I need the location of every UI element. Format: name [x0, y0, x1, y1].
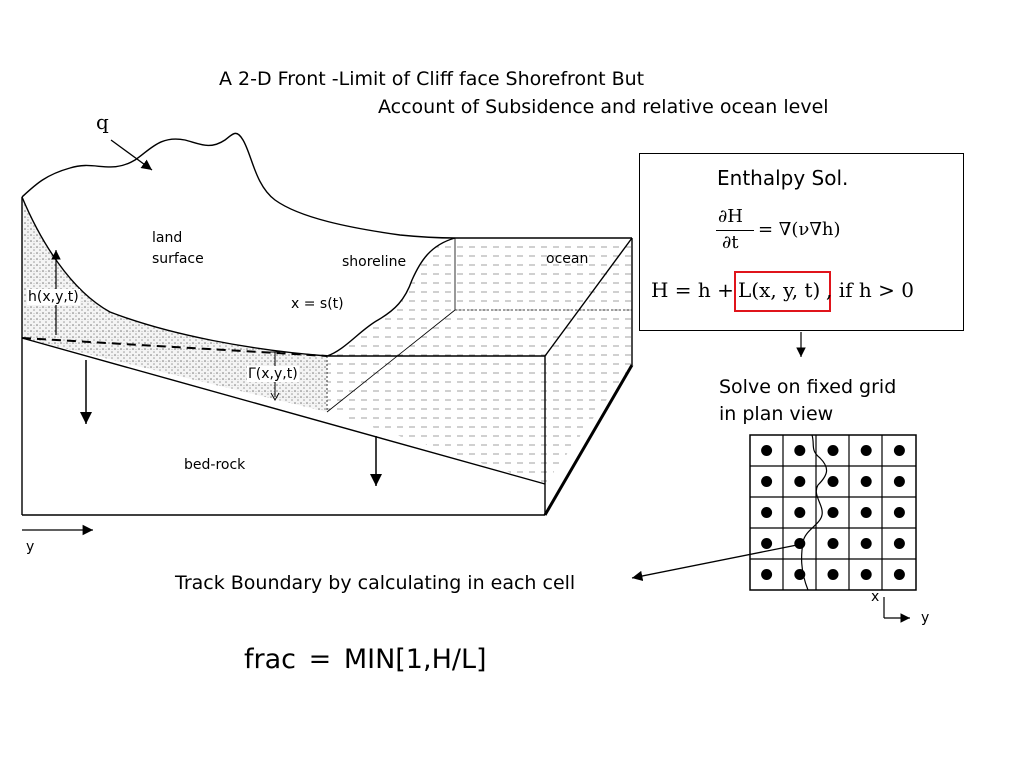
latent-heat-highlight [734, 271, 831, 312]
grid-node [794, 445, 806, 456]
grid-node [893, 538, 905, 549]
frac-eq: = [308, 644, 332, 675]
grid-node [893, 476, 905, 487]
enthalpy-eq-boxed: L(x, y, t) [738, 278, 821, 302]
enthalpy-title: Enthalpy Sol. [717, 166, 849, 190]
bed-rock-label: bed-rock [184, 457, 246, 473]
frac-formula: frac = MIN[1,H/L] [244, 644, 487, 675]
grid-node [860, 538, 872, 549]
grid-node [761, 445, 773, 456]
grid-node [761, 476, 773, 487]
enthalpy-eq-left: H = h + [651, 278, 734, 302]
grid-node [794, 476, 806, 487]
pde-numerator: ∂H [718, 206, 744, 227]
grid-node [794, 507, 806, 518]
grid-node [827, 507, 839, 518]
grid-node [827, 445, 839, 456]
grid-node [860, 476, 872, 487]
grid-node [860, 569, 872, 580]
gamma-label: Γ(x,y,t) [247, 366, 299, 382]
grid-axis-y-label: y [921, 610, 930, 626]
sea-level-dashed-line [21, 337, 328, 357]
h-xyt-label: h(x,y,t) [27, 289, 80, 305]
track-arrow [631, 544, 798, 582]
title-line-2: Account of Subsidence and relative ocean… [378, 96, 829, 118]
grid-axis-x-label: x [871, 589, 880, 605]
grid-node [761, 538, 773, 549]
pde-denominator: ∂t [722, 232, 739, 253]
grid-caption-1: Solve on fixed grid [719, 376, 897, 398]
grid-node [893, 445, 905, 456]
frac-lhs: frac [244, 644, 296, 675]
grid-node [761, 569, 773, 580]
land-surface-label-2: surface [152, 251, 204, 267]
grid-node [893, 569, 905, 580]
shore-position-label: x = s(t) [291, 296, 344, 312]
sediment-wedge-front [22, 197, 327, 412]
y-axis-label: y [26, 539, 35, 555]
ocean-top-region [327, 238, 632, 356]
q-label: q [96, 110, 109, 134]
track-boundary-text: Track Boundary by calculating in each ce… [175, 572, 576, 594]
grid-node [761, 507, 773, 518]
grid-front-curve [800, 434, 828, 591]
plan-view-grid [749, 434, 917, 591]
land-surface-label-1: land [152, 230, 183, 246]
title-line-1: A 2-D Front -Limit of Cliff face Shorefr… [219, 68, 645, 90]
pde-fraction-bar [716, 230, 754, 231]
ocean-front-region [327, 356, 545, 484]
grid-node [893, 507, 905, 518]
enthalpy-box: Enthalpy Sol. ∂H ∂t = ∇(ν∇h) H = h + L(x… [639, 153, 964, 331]
grid-dots [761, 445, 905, 580]
pde-rhs: = ∇(ν∇h) [758, 219, 841, 240]
ocean-side-region [545, 238, 632, 484]
grid-node [827, 569, 839, 580]
grid-node [827, 476, 839, 487]
enthalpy-eq-right: , if h > 0 [826, 278, 914, 302]
grid-node [827, 538, 839, 549]
grid-caption-2: in plan view [719, 403, 834, 425]
grid-node [860, 445, 872, 456]
grid-node [860, 507, 872, 518]
shoreline-label: shoreline [342, 254, 407, 270]
ocean-label: ocean [546, 251, 589, 267]
frac-rhs: MIN[1,H/L] [343, 644, 487, 675]
q-arrow [110, 139, 153, 171]
